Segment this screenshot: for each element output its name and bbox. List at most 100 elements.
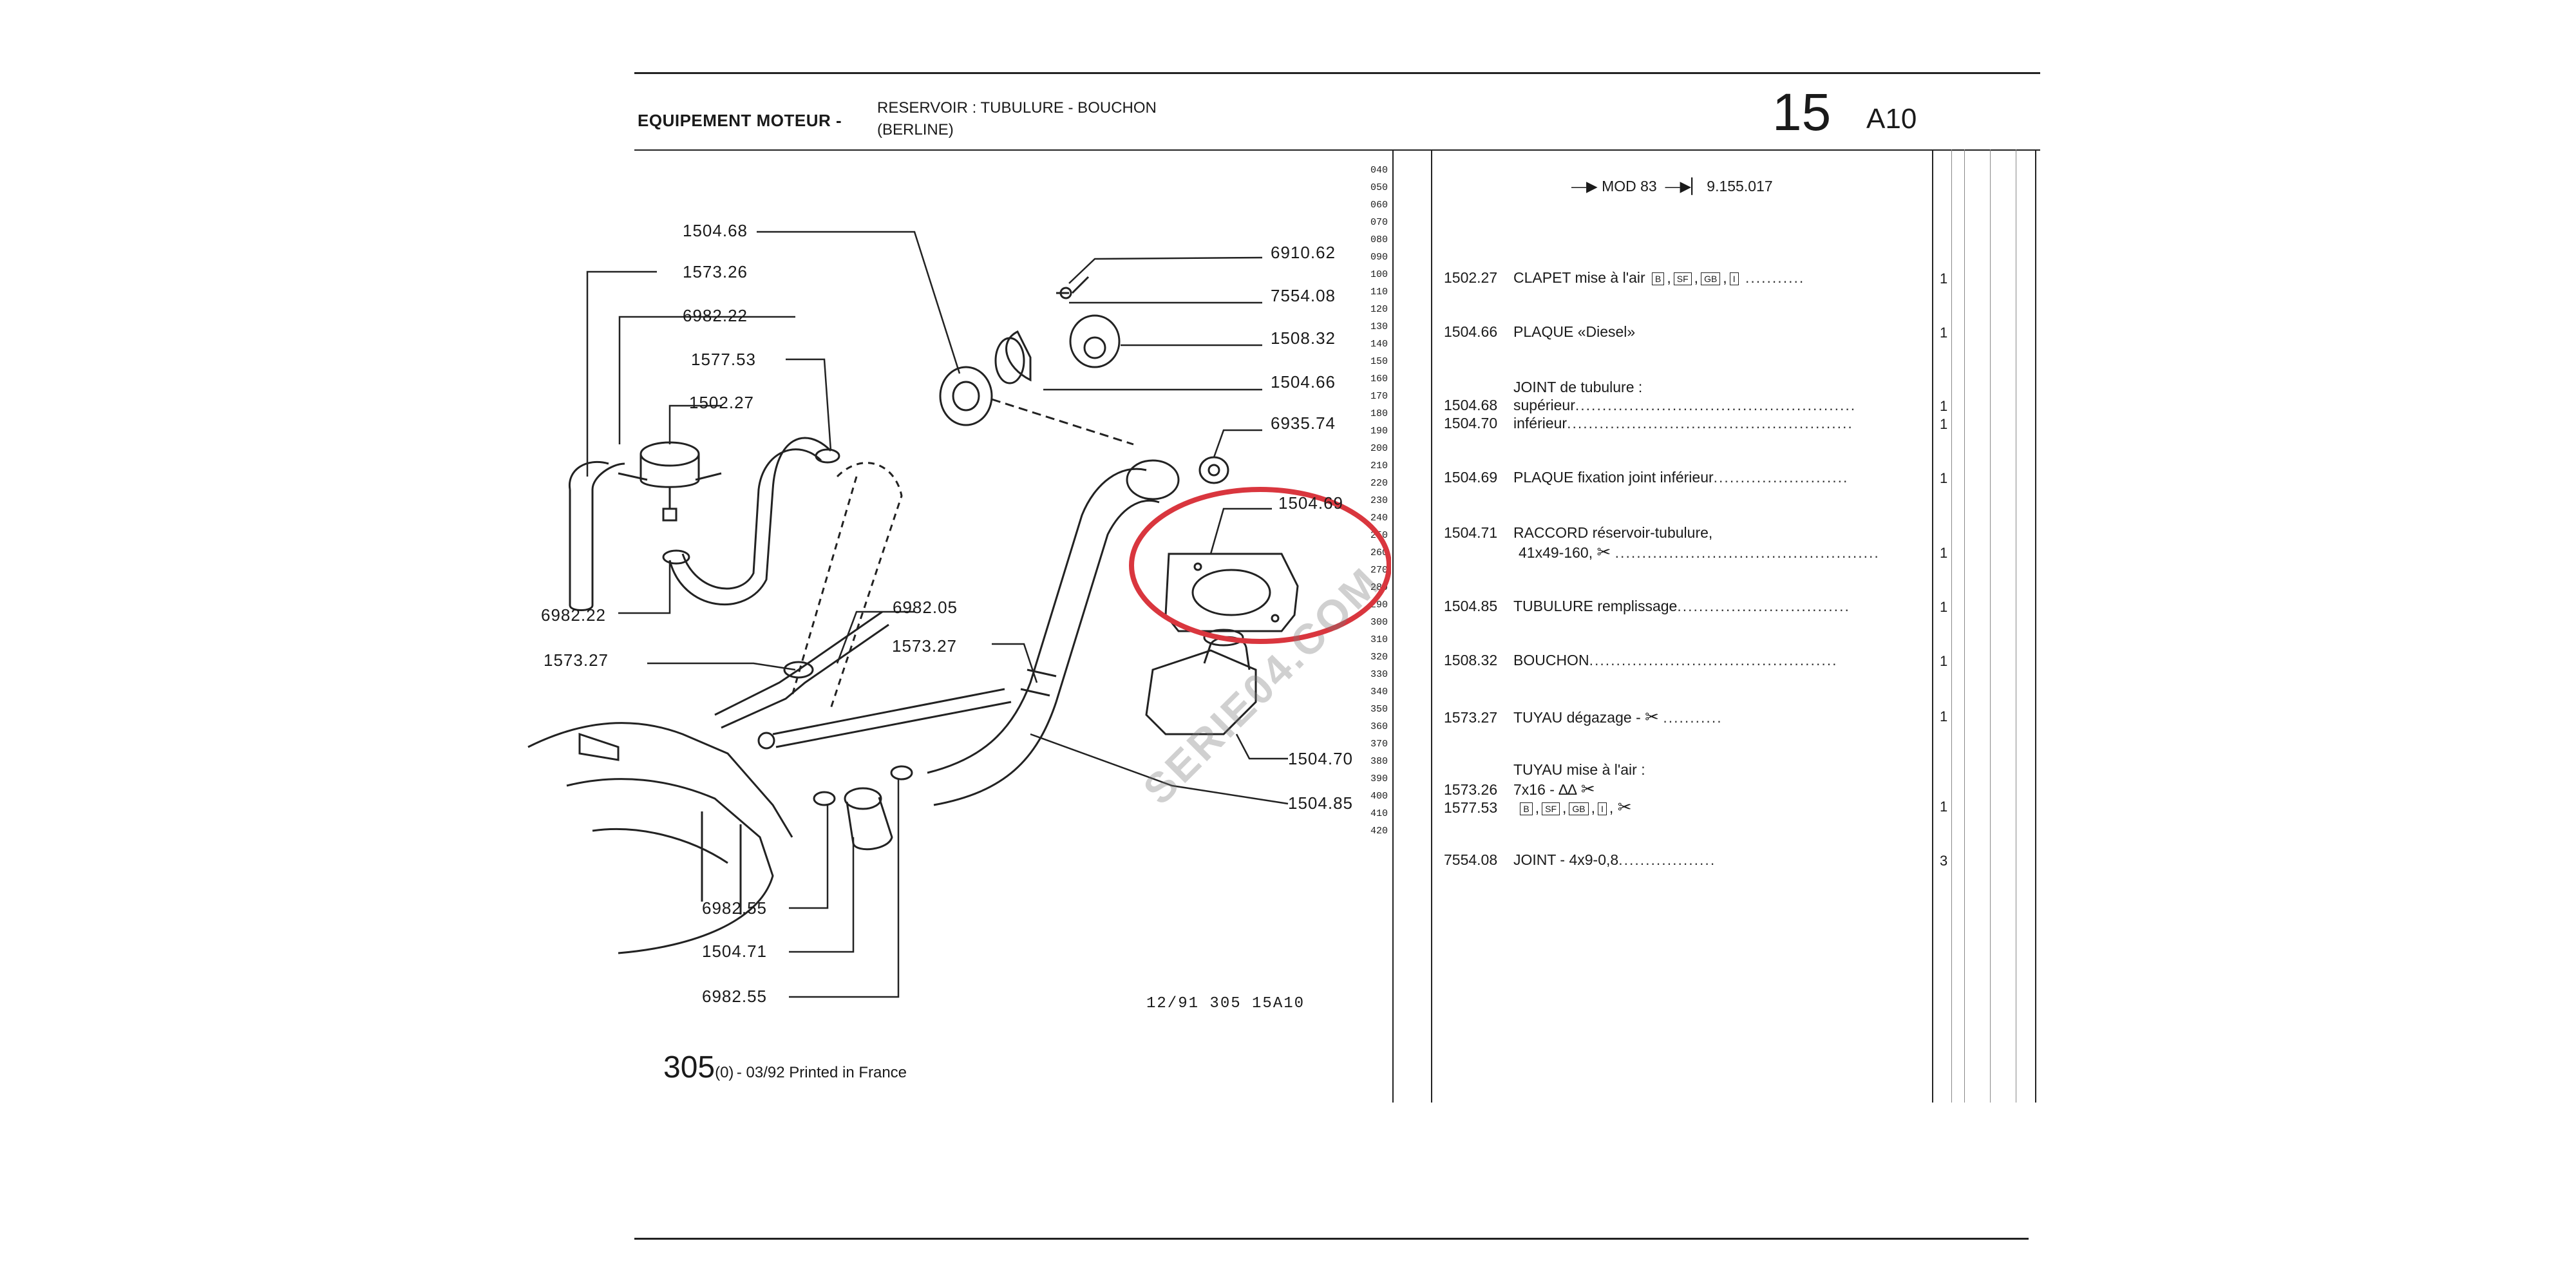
curved-hose	[668, 437, 832, 606]
clamp	[890, 765, 913, 781]
index-number: 390	[1370, 773, 1388, 784]
leader-line	[757, 231, 961, 374]
filler-tube	[927, 468, 1147, 774]
callout-label: 1508.32	[1271, 328, 1336, 348]
option-box: B	[1652, 272, 1665, 285]
leader-dots: ..................	[1618, 851, 1716, 868]
index-number: 330	[1370, 669, 1388, 680]
part-row: TUYAU mise à l'air :	[1513, 761, 1645, 779]
leader-line	[1235, 734, 1288, 760]
option-box: I	[1729, 272, 1739, 285]
option-box: GB	[1569, 802, 1589, 815]
grommet	[1208, 464, 1220, 477]
valve-body	[639, 441, 700, 467]
leader-dots: ...........	[1745, 269, 1805, 286]
index-number: 050	[1370, 182, 1388, 193]
index-number: 120	[1370, 304, 1388, 315]
cap	[1069, 314, 1121, 368]
part-desc: inférieur	[1513, 415, 1567, 431]
leader-line	[992, 643, 1038, 683]
leader-line	[1213, 429, 1262, 458]
valve-body	[639, 454, 700, 488]
index-divider-left	[1392, 149, 1394, 1103]
leader-line	[586, 270, 657, 477]
retainer-ring	[994, 337, 1025, 384]
callout-label: 1573.27	[544, 650, 609, 670]
tank-outline	[578, 732, 620, 761]
part-desc: RACCORD réservoir-tubulure,	[1513, 524, 1713, 541]
diagram-ref-code: 12/91 305 15A10	[1146, 995, 1305, 1012]
part-qty: 1	[1940, 398, 1948, 414]
leader-dots: ...........	[1663, 709, 1723, 726]
valve-body	[618, 472, 722, 509]
scissors-icon: ✂	[1596, 542, 1611, 562]
part-ref: 7554.08	[1444, 851, 1498, 868]
part-qty: 1	[1940, 545, 1948, 561]
index-number: 410	[1370, 808, 1388, 819]
index-number: 040	[1370, 165, 1388, 176]
callout-label: 1502.27	[689, 393, 754, 412]
footer-model-sub: (0)	[715, 1064, 734, 1081]
callout-label: 6982.55	[702, 898, 767, 918]
leader-line	[836, 611, 914, 664]
arrow-to-icon: —▶▏	[1665, 178, 1703, 194]
ghost-pipe	[791, 462, 903, 709]
leader-dots: ................................	[1677, 598, 1850, 614]
part-ref: 1504.66	[1444, 323, 1498, 340]
part-ref: 1502.27	[1444, 269, 1498, 286]
filler-neck	[1126, 459, 1180, 500]
callout-label: 1573.27	[892, 636, 957, 656]
tilde-symbol-icon: ∆∆	[1558, 781, 1577, 798]
callout-label: 1504.69	[1278, 493, 1343, 513]
valve-body	[662, 507, 677, 522]
part-desc: JOINT - 4x9-0,8	[1513, 851, 1619, 868]
clamp	[813, 791, 836, 806]
leader-line	[647, 662, 796, 671]
index-number: 400	[1370, 791, 1388, 802]
fixing-plate-hole	[1271, 614, 1280, 623]
subtitle-line2: (BERLINE)	[877, 121, 954, 138]
index-number: 130	[1370, 321, 1388, 332]
coupling	[844, 787, 882, 810]
upper-seal	[939, 366, 993, 426]
vent-pipe	[568, 460, 609, 490]
callout-label: 1504.85	[1288, 793, 1353, 813]
leader-dots: ........................................…	[1615, 544, 1880, 561]
part-row: 41x49-160, ✂ ...........................…	[1519, 542, 1880, 562]
top-rule	[634, 72, 2040, 74]
part-qty: 1	[1940, 470, 1948, 486]
index-number: 230	[1370, 495, 1388, 506]
index-number: 310	[1370, 634, 1388, 645]
footer-model: 305	[663, 1050, 715, 1084]
option-box: I	[1598, 802, 1607, 815]
col-divider-1	[1951, 149, 1952, 1103]
leader-line	[1030, 733, 1289, 805]
part-qty: 1	[1940, 708, 1948, 724]
col-divider-2	[1964, 149, 1965, 1103]
qty-divider	[1932, 149, 1933, 1103]
tank-outline	[527, 722, 793, 838]
scissors-icon: ✂	[1645, 707, 1659, 726]
index-number: 060	[1370, 200, 1388, 211]
index-number: 380	[1370, 756, 1388, 767]
tank-outline	[566, 778, 774, 954]
part-desc: TUYAU mise à l'air :	[1513, 761, 1645, 778]
vent-pipe	[569, 462, 625, 611]
header-rule	[634, 149, 2040, 151]
part-ref: 1504.69	[1444, 469, 1498, 486]
part-ref: 1577.53	[1444, 799, 1498, 816]
leader-dots: ........................................…	[1567, 415, 1853, 431]
index-number: 340	[1370, 687, 1388, 697]
index-number: 260	[1370, 547, 1388, 558]
footer-print-info: - 03/92 Printed in France	[736, 1064, 907, 1081]
chain	[1056, 276, 1090, 294]
index-number: 090	[1370, 252, 1388, 263]
part-row: 1577.53 B,SF,GB,I, ✂	[1444, 797, 1632, 817]
index-number: 350	[1370, 704, 1388, 715]
callout-label: 6935.74	[1271, 413, 1336, 433]
callout-label: 7554.08	[1271, 286, 1336, 305]
clamp	[815, 448, 840, 464]
